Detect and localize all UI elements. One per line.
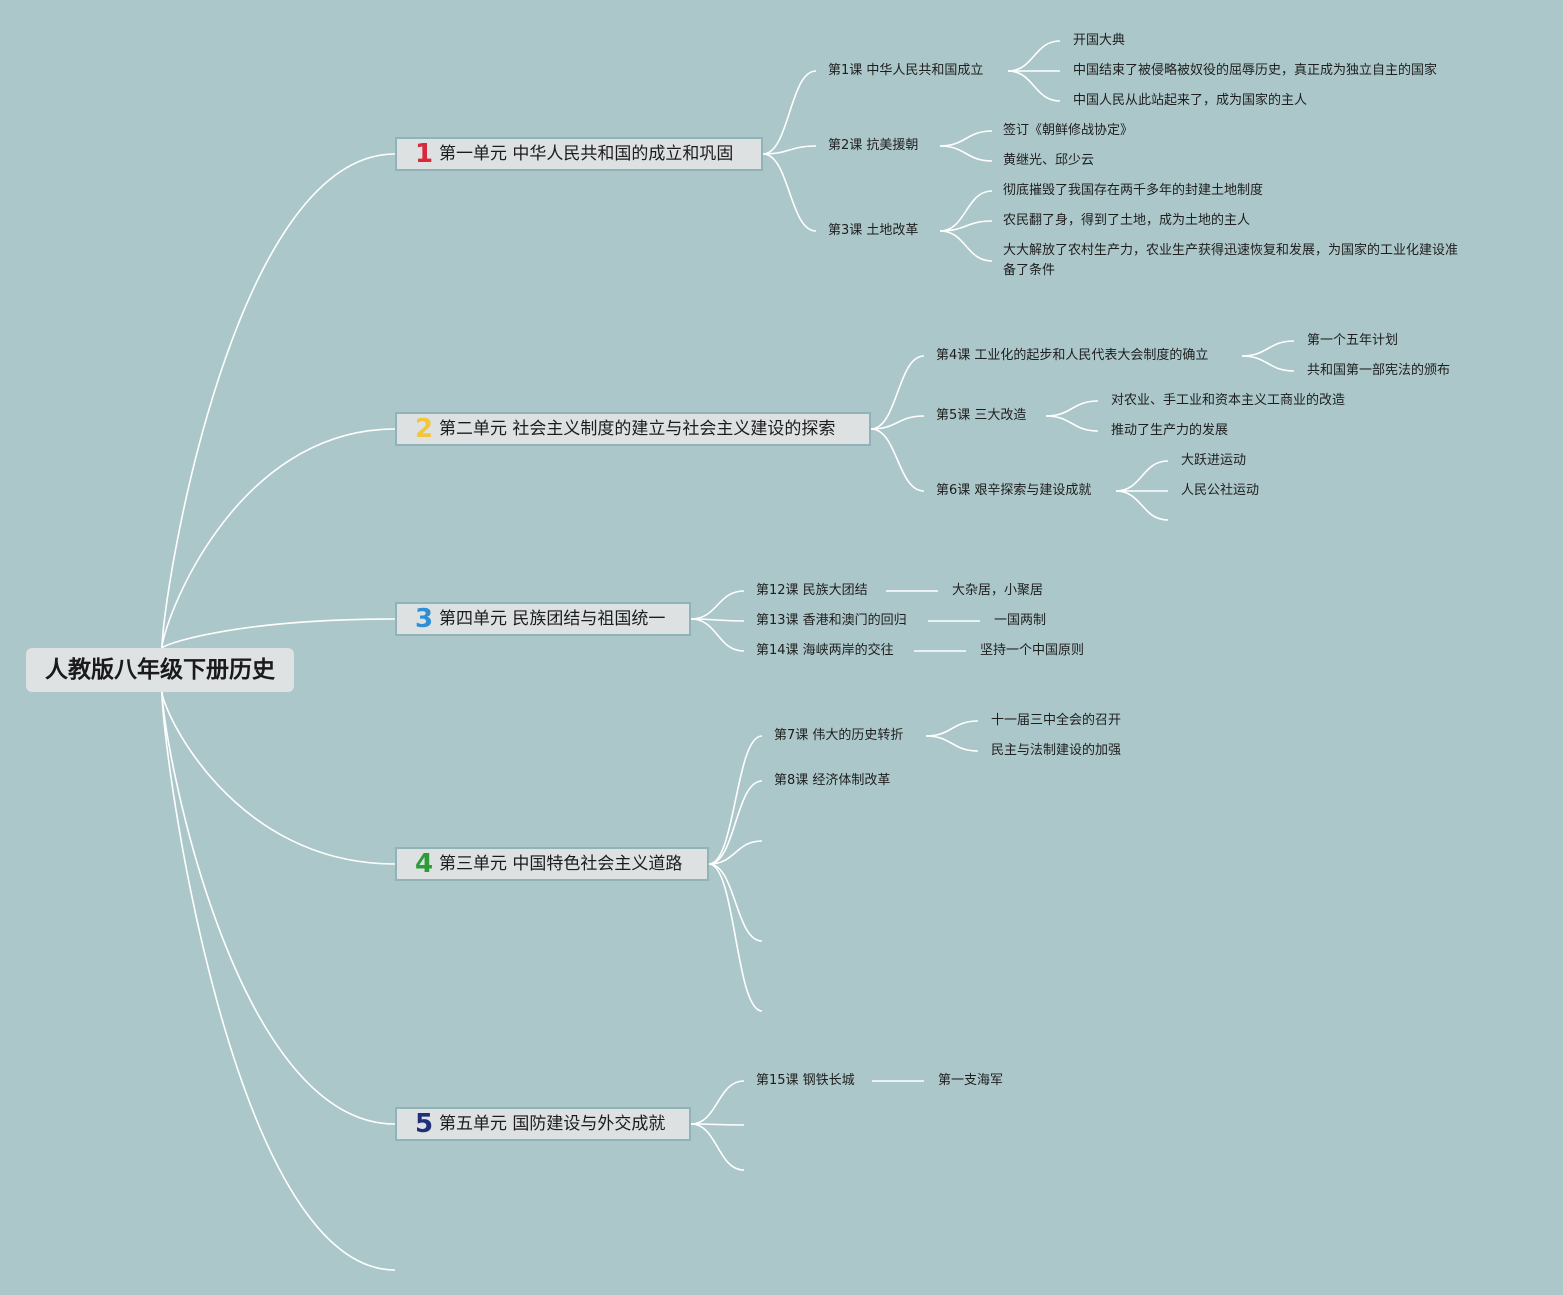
unit-5-number: 5 — [414, 1109, 434, 1139]
lesson-1-point-1[interactable]: 开国大典 — [1073, 33, 1126, 48]
lesson-1-title[interactable]: 第1课 中华人民共和国成立 — [828, 63, 984, 78]
connector-12 — [1007, 70, 1061, 102]
lesson-5-point-2[interactable]: 推动了生产力的发展 — [1111, 423, 1229, 438]
connector-30 — [690, 618, 745, 652]
lesson-3-point-3-cont: 备了条件 — [1003, 263, 1056, 278]
lesson-13-title[interactable]: 第13课 香港和澳门的回归 — [756, 613, 907, 628]
connector-38 — [708, 863, 763, 1012]
connector-10 — [1007, 40, 1061, 72]
lesson-5-point-1[interactable]: 对农业、手工业和资本主义工商业的改造 — [1111, 393, 1346, 408]
connector-22 — [1241, 355, 1295, 372]
lesson-2-point-1[interactable]: 签订《朝鲜修战协定》 — [1003, 123, 1134, 138]
connector-21 — [1241, 340, 1295, 357]
connector-40 — [925, 735, 979, 752]
lesson-6-point-2[interactable]: 人民公社运动 — [1181, 483, 1260, 498]
connector-23 — [1045, 400, 1099, 417]
root-branch-6 — [161, 691, 396, 1271]
unit-1-number: 1 — [414, 139, 434, 169]
root-branch-1 — [161, 153, 396, 649]
root-node[interactable]: 人教版八年级下册历史 — [26, 648, 294, 692]
connector-16 — [939, 220, 993, 232]
lesson-7-title[interactable]: 第7课 伟大的历史转折 — [774, 728, 904, 743]
lesson-3-title[interactable]: 第3课 土地改革 — [828, 223, 919, 238]
unit-2-number: 2 — [414, 414, 434, 444]
connector-13 — [939, 130, 993, 147]
connector-25 — [1115, 460, 1169, 492]
connector-17 — [939, 230, 993, 262]
connector-20 — [870, 428, 925, 492]
lesson-7-point-2[interactable]: 民主与法制建设的加强 — [991, 743, 1122, 758]
lesson-6-title[interactable]: 第6课 艰辛探索与建设成就 — [936, 483, 1092, 498]
lesson-15-point-1[interactable]: 第一支海军 — [938, 1073, 1004, 1088]
connector-27 — [1115, 490, 1169, 521]
lesson-2-point-2[interactable]: 黄继光、邱少云 — [1003, 153, 1095, 168]
connector-19 — [870, 415, 925, 430]
lesson-15-title[interactable]: 第15课 钢铁长城 — [756, 1073, 855, 1088]
lesson-6-point-1[interactable]: 大跃进运动 — [1181, 453, 1247, 468]
lesson-4-point-2[interactable]: 共和国第一部宪法的颁布 — [1307, 363, 1451, 378]
connector-35 — [708, 780, 763, 865]
lesson-14-title[interactable]: 第14课 海峡两岸的交往 — [756, 643, 894, 658]
root-branch-4 — [161, 691, 396, 865]
lesson-3-point-2[interactable]: 农民翻了身，得到了土地，成为土地的主人 — [1003, 213, 1251, 228]
lesson-12-point-1[interactable]: 大杂居，小聚居 — [952, 583, 1044, 598]
lesson-3-point-1[interactable]: 彻底摧毁了我国存在两千多年的封建土地制度 — [1003, 183, 1264, 198]
connector-28 — [690, 590, 745, 620]
root-branch-2 — [161, 428, 396, 649]
unit-4-number: 4 — [414, 849, 434, 879]
unit-5-title: 第五单元 国防建设与外交成就 — [439, 1114, 666, 1134]
connector-9 — [762, 153, 817, 232]
connector-39 — [925, 720, 979, 737]
connector-36 — [708, 840, 763, 865]
lesson-3-point-3[interactable]: 大大解放了农村生产力，农业生产获得迅速恢复和发展，为国家的工业化建设准 — [1003, 243, 1459, 258]
connector-37 — [708, 863, 763, 942]
connector-8 — [762, 145, 817, 155]
connector-34 — [708, 735, 763, 865]
unit-3-number: 3 — [414, 604, 434, 634]
connector-15 — [939, 190, 993, 232]
lesson-5-title[interactable]: 第5课 三大改造 — [936, 408, 1027, 423]
lesson-13-point-1[interactable]: 一国两制 — [994, 613, 1047, 628]
unit-4-title: 第三单元 中国特色社会主义道路 — [439, 854, 683, 874]
connector-43 — [690, 1123, 745, 1171]
connector-14 — [939, 145, 993, 162]
lesson-2-title[interactable]: 第2课 抗美援朝 — [828, 138, 919, 153]
lesson-8-title[interactable]: 第8课 经济体制改革 — [774, 773, 891, 788]
connector-18 — [870, 355, 925, 430]
unit-3-title: 第四单元 民族团结与祖国统一 — [439, 609, 666, 629]
lesson-1-point-3[interactable]: 中国人民从此站起来了，成为国家的主人 — [1073, 93, 1308, 108]
connector-41 — [690, 1080, 745, 1125]
unit-2-title: 第二单元 社会主义制度的建立与社会主义建设的探索 — [439, 419, 836, 439]
lesson-4-point-1[interactable]: 第一个五年计划 — [1307, 333, 1399, 348]
lesson-12-title[interactable]: 第12课 民族大团结 — [756, 583, 868, 598]
root-branch-3 — [161, 618, 396, 649]
lesson-14-point-1[interactable]: 坚持一个中国原则 — [980, 643, 1085, 658]
lesson-7-point-1[interactable]: 十一届三中全会的召开 — [991, 713, 1122, 728]
root-branch-5 — [161, 691, 396, 1125]
unit-1-title: 第一单元 中华人民共和国的成立和巩固 — [439, 144, 734, 164]
connector-24 — [1045, 415, 1099, 432]
lesson-1-point-2[interactable]: 中国结束了被侵略被奴役的屈辱历史，真正成为独立自主的国家 — [1073, 63, 1438, 78]
lesson-4-title[interactable]: 第4课 工业化的起步和人民代表大会制度的确立 — [936, 348, 1209, 363]
connector-7 — [762, 70, 817, 155]
